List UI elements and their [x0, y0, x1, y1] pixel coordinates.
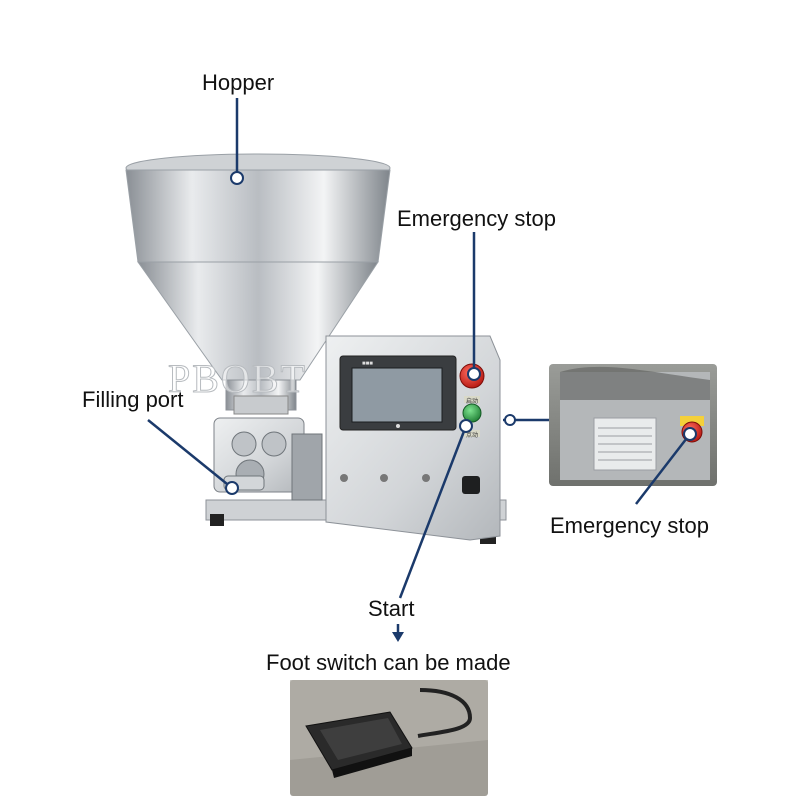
callout-hopper: Hopper	[202, 70, 275, 95]
panel-top-badge: ■■■	[362, 361, 373, 367]
panel-lower-tag: 点动	[466, 433, 479, 439]
down-arrow-icon	[392, 632, 404, 642]
callout-foot-switch: Foot switch can be made	[266, 650, 511, 675]
callout-dots	[225, 171, 697, 495]
callout-emergency-stop-front: Emergency stop	[397, 206, 556, 231]
control-box	[325, 335, 501, 541]
side-callout-origin	[504, 414, 516, 426]
callout-emergency-stop-side: Emergency stop	[550, 513, 709, 538]
pump-head	[213, 417, 323, 501]
watermark-text: PBOBT	[168, 356, 307, 401]
callout-filling-port: Filling port	[82, 387, 184, 412]
foot-switch-photo	[290, 680, 488, 796]
callout-start: Start	[368, 596, 415, 621]
hopper-shape	[125, 153, 391, 415]
panel-green-button-tag: 启动	[466, 399, 479, 405]
side-inset-photo	[549, 364, 717, 486]
